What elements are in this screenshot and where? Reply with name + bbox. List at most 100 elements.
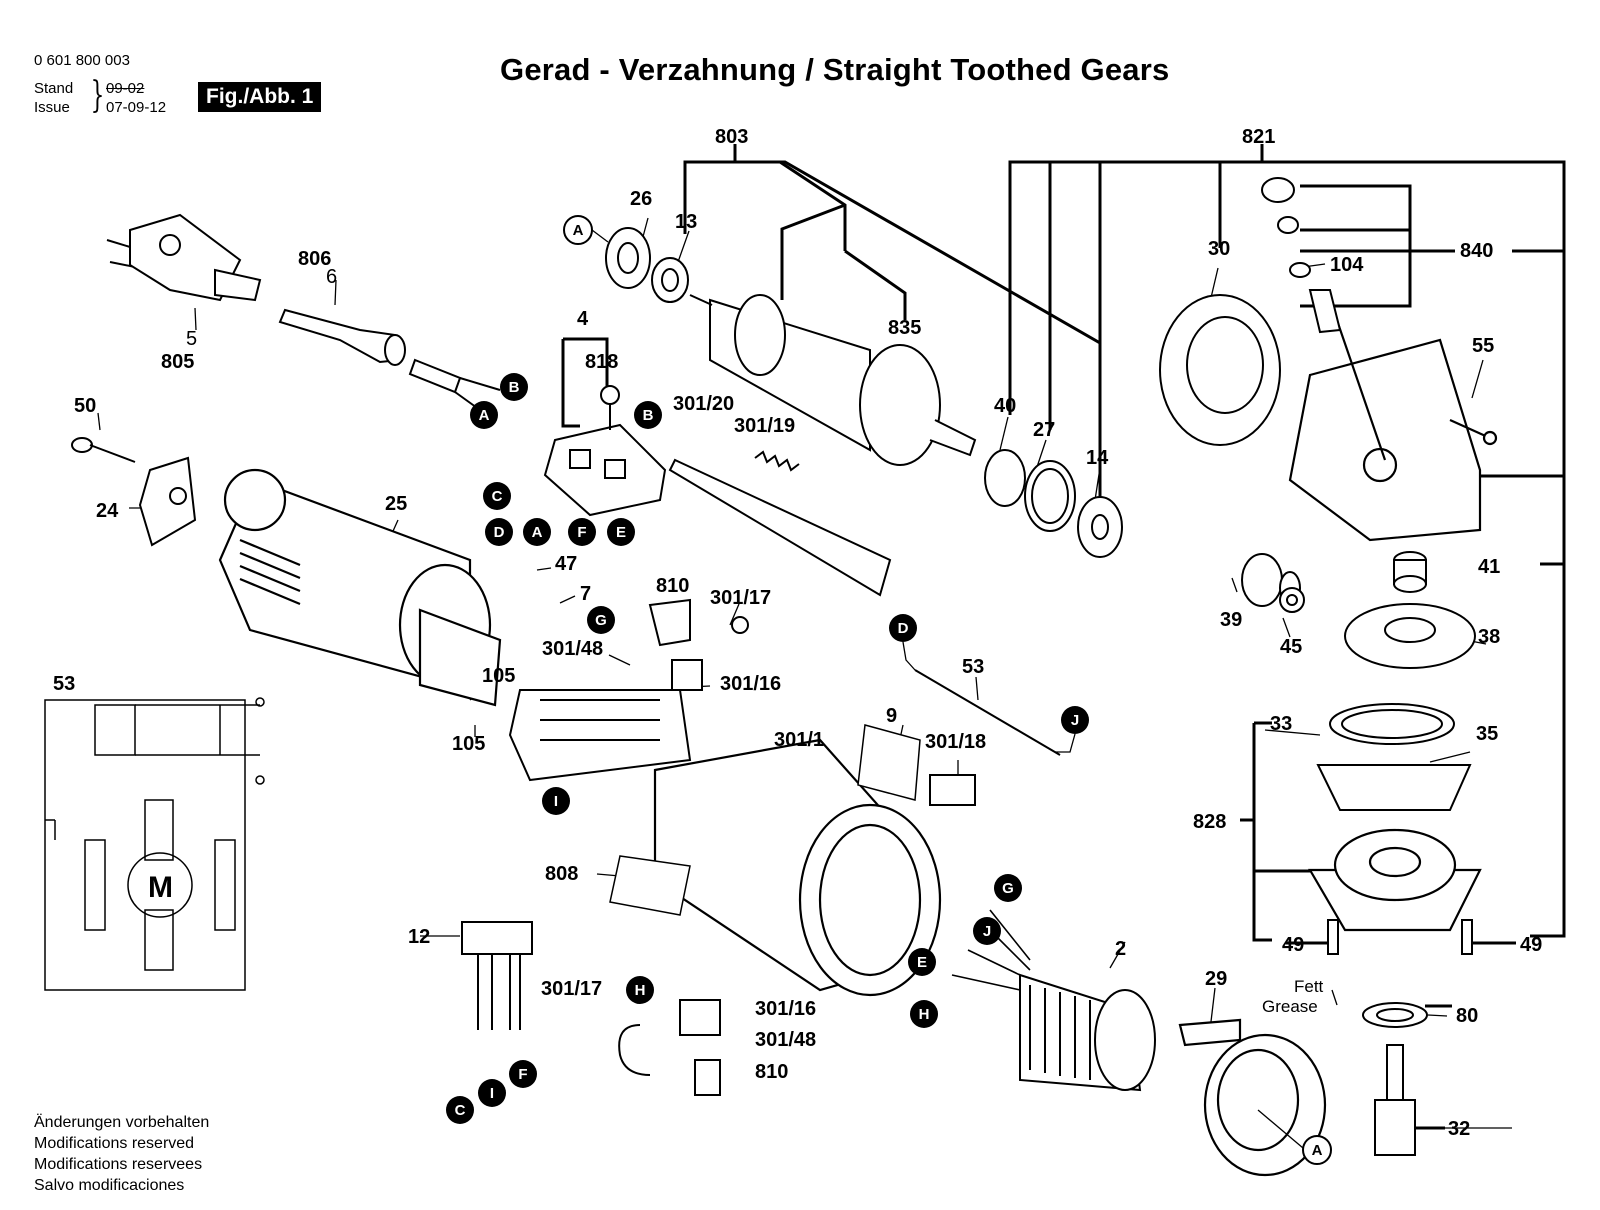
part-switch-301-16 bbox=[618, 999, 721, 1096]
part-label: 821 bbox=[1242, 126, 1275, 148]
part-number-labels: 803 821 26 13 806 6 5 805 4 818 835 30 8… bbox=[53, 126, 1542, 1140]
part-label: 810 bbox=[755, 1061, 788, 1083]
document-number: 0 601 800 003 bbox=[34, 52, 130, 69]
footer-note: Modifications reserved bbox=[34, 1135, 195, 1152]
callout-badge: I bbox=[554, 793, 558, 810]
part-bearing-14 bbox=[1077, 496, 1123, 558]
part-label: 14 bbox=[1086, 447, 1109, 469]
part-suppressor-12 bbox=[461, 921, 533, 1030]
part-label: 301/17 bbox=[710, 587, 771, 609]
part-label: 6 bbox=[326, 266, 337, 288]
part-spring-301-19 bbox=[754, 450, 800, 472]
callout-badge: J bbox=[983, 923, 991, 940]
part-label: 12 bbox=[408, 926, 430, 948]
callout-leaders bbox=[591, 229, 1304, 1149]
callout-badge: B bbox=[509, 379, 520, 396]
part-cable bbox=[408, 358, 501, 411]
part-label: 805 bbox=[161, 351, 194, 373]
callout-badge: E bbox=[616, 524, 626, 541]
callout-badge: H bbox=[919, 1006, 930, 1023]
part-label: 301/20 bbox=[673, 393, 734, 415]
part-label-808 bbox=[609, 855, 691, 916]
callout-badge: F bbox=[518, 1066, 527, 1083]
part-bevel-gear-38 bbox=[1344, 603, 1476, 669]
part-ring-33 bbox=[1329, 703, 1455, 745]
part-label: 2 bbox=[1115, 938, 1126, 960]
callout-badge: D bbox=[494, 524, 505, 541]
part-label: 105 bbox=[482, 665, 515, 687]
fett-label: Fett bbox=[1294, 977, 1324, 996]
part-label: 45 bbox=[1280, 636, 1302, 658]
part-ring-27 bbox=[1024, 460, 1076, 532]
footer-note: Änderungen vorbehalten bbox=[34, 1114, 210, 1131]
issue-value: 07-09-12 bbox=[106, 99, 167, 116]
part-label: 39 bbox=[1220, 609, 1242, 631]
part-clamp-24 bbox=[138, 456, 197, 547]
part-retainer-40 bbox=[984, 449, 1026, 507]
part-label: 301/48 bbox=[755, 1029, 816, 1051]
part-wire-53 bbox=[914, 669, 1061, 756]
part-label: 32 bbox=[1448, 1118, 1470, 1140]
part-label: 104 bbox=[1330, 254, 1364, 276]
callout-badge: A bbox=[479, 407, 490, 424]
part-label: 47 bbox=[555, 553, 577, 575]
callout-badge: G bbox=[1002, 880, 1014, 897]
part-housing-cover-25 bbox=[218, 468, 502, 707]
part-plug-301-18 bbox=[929, 774, 976, 806]
part-guard-29 bbox=[1178, 1018, 1327, 1177]
callout-badge: A bbox=[1312, 1142, 1323, 1159]
part-label: 301/17 bbox=[541, 978, 602, 1000]
part-label: 30 bbox=[1208, 238, 1230, 260]
part-label: 27 bbox=[1033, 419, 1055, 441]
part-label: 25 bbox=[385, 493, 407, 515]
part-bearing-26 bbox=[605, 227, 651, 289]
callout-badge: A bbox=[532, 524, 543, 541]
part-switch-frame bbox=[508, 689, 692, 782]
part-armature-835 bbox=[689, 294, 977, 466]
part-label: 301/1 bbox=[774, 729, 824, 751]
part-label: 818 bbox=[585, 351, 618, 373]
part-label: 9 bbox=[886, 705, 897, 727]
part-spindle-32 bbox=[1374, 1044, 1416, 1156]
footer-note: Salvo modificaciones bbox=[34, 1177, 185, 1194]
part-bearing-13 bbox=[651, 257, 689, 303]
footer-note: Modifications reservees bbox=[34, 1156, 203, 1173]
part-label: 828 bbox=[1193, 811, 1226, 833]
part-contacts-301-16-upper bbox=[648, 598, 749, 691]
part-label: 29 bbox=[1205, 968, 1227, 990]
part-label: 53 bbox=[962, 656, 984, 678]
grease-label: Grease bbox=[1262, 997, 1318, 1016]
callout-badge: D bbox=[898, 620, 909, 637]
issue-label: Issue bbox=[34, 99, 70, 116]
motor-symbol: M bbox=[148, 871, 173, 904]
part-screw-50 bbox=[71, 437, 136, 463]
part-label: 840 bbox=[1460, 240, 1493, 262]
part-label: 5 bbox=[186, 328, 197, 350]
part-cable-sleeve bbox=[278, 308, 406, 366]
part-nut-45 bbox=[1279, 587, 1305, 613]
callout-badge: F bbox=[577, 524, 586, 541]
bracket-lines bbox=[561, 144, 1566, 1130]
part-label: 24 bbox=[96, 500, 119, 522]
part-label: 301/19 bbox=[734, 415, 795, 437]
part-field-coil-2 bbox=[1019, 973, 1156, 1092]
callout-badge: C bbox=[492, 488, 503, 505]
callout-badge: A bbox=[573, 222, 584, 239]
part-brush-holder-4 bbox=[543, 423, 667, 517]
callout-badge: B bbox=[643, 407, 654, 424]
callout-badge: E bbox=[917, 954, 927, 971]
part-label: 33 bbox=[1270, 713, 1292, 735]
part-washer-80 bbox=[1362, 1002, 1428, 1028]
part-label: 80 bbox=[1456, 1005, 1478, 1027]
part-label: 4 bbox=[577, 308, 589, 330]
callout-badge: J bbox=[1071, 712, 1079, 729]
part-gasket-30 bbox=[1159, 294, 1281, 446]
part-needle-bearing-41 bbox=[1393, 551, 1427, 593]
part-slider-301-20 bbox=[668, 458, 892, 597]
part-label: 38 bbox=[1478, 626, 1500, 648]
part-label: 301/48 bbox=[542, 638, 603, 660]
figure-label: Fig./Abb. 1 bbox=[198, 82, 322, 112]
part-label: 835 bbox=[888, 317, 921, 339]
stand-value: 09-02 bbox=[106, 80, 145, 97]
